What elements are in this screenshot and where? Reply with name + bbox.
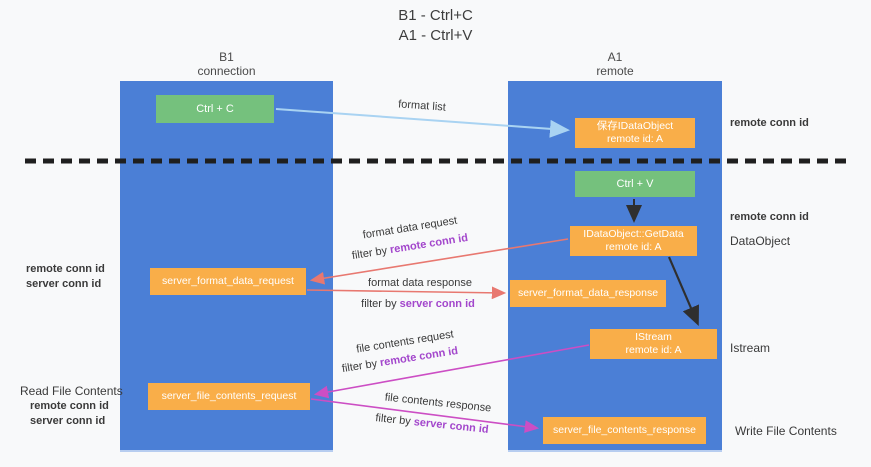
- server-format-data-request-box: server_format_data_request: [150, 268, 306, 295]
- format-list-label: format list: [397, 98, 447, 114]
- right-remote-conn-id-top-label: remote conn id: [730, 117, 809, 129]
- arrow-format-data-response: [306, 286, 507, 300]
- server-conn-id-text: server conn id: [399, 298, 475, 310]
- ctrl-v-label: Ctrl + V: [616, 177, 654, 190]
- left-server-conn-id-label: server conn id: [26, 278, 102, 290]
- left-bottom-server-conn-id-label: server conn id: [30, 415, 106, 427]
- save-idataobject-box: 保存IDataObject remote id: A: [575, 118, 695, 148]
- filter-by-text: filter by: [351, 244, 392, 263]
- format-data-response-filter-label: filter by server conn id: [328, 298, 508, 310]
- lane-header-b1: B1 connection: [120, 50, 333, 78]
- write-file-contents-label: Write File Contents: [735, 424, 837, 438]
- diagram-title: B1 - Ctrl+C A1 - Ctrl+V: [0, 6, 871, 46]
- left-bottom-remote-conn-id-label: remote conn id: [30, 400, 109, 412]
- server-format-data-request-label: server_format_data_request: [162, 275, 294, 287]
- server-conn-id-text: server conn id: [413, 416, 490, 436]
- server-file-contents-request-label: server_file_contents_request: [161, 390, 297, 402]
- server-format-data-response-box: server_format_data_response: [510, 280, 666, 307]
- istream-margin-label: Istream: [730, 341, 771, 355]
- istream-line2: remote id: A: [625, 344, 682, 356]
- server-file-contents-response-label: server_file_contents_response: [552, 424, 696, 436]
- title-line-1: B1 - Ctrl+C: [398, 7, 473, 24]
- lane-b1-name: B1: [219, 50, 234, 64]
- lane-a1-role: remote: [596, 64, 634, 78]
- getdata-line1: IDataObject::GetData: [583, 228, 684, 240]
- idataobject-getdata-box: IDataObject::GetData remote id: A: [570, 226, 697, 256]
- save-idataobject-line2: remote id: A: [606, 133, 664, 145]
- server-file-contents-response-box: server_file_contents_response: [543, 417, 706, 444]
- remote-conn-id-text: remote conn id: [389, 231, 469, 257]
- ctrl-c-label: Ctrl + C: [196, 102, 234, 115]
- save-idataobject-line1: 保存IDataObject: [596, 120, 674, 132]
- istream-line1: IStream: [635, 331, 672, 343]
- read-file-contents-label: Read File Contents: [20, 384, 123, 398]
- ctrl-v-box: Ctrl + V: [575, 171, 695, 197]
- getdata-line2: remote id: A: [605, 241, 662, 253]
- filter-by-text: filter by: [361, 298, 400, 310]
- right-remote-conn-id-mid-label: remote conn id: [730, 211, 809, 223]
- istream-box: IStream remote id: A: [590, 329, 717, 359]
- filter-by-text: filter by: [374, 412, 415, 429]
- lane-header-a1: A1 remote: [508, 50, 722, 78]
- ctrl-c-box: Ctrl + C: [156, 95, 274, 123]
- format-data-response-label: format data response: [368, 277, 472, 289]
- server-format-data-response-label: server_format_data_response: [517, 287, 659, 299]
- server-file-contents-request-box: server_file_contents_request: [148, 383, 310, 410]
- left-remote-conn-id-label: remote conn id: [26, 263, 105, 275]
- dataobject-label: DataObject: [730, 234, 791, 248]
- lane-b1-role: connection: [197, 64, 256, 78]
- filter-by-text: filter by: [341, 357, 382, 376]
- lane-a1-name: A1: [607, 50, 623, 64]
- title-line-2: A1 - Ctrl+V: [398, 27, 473, 44]
